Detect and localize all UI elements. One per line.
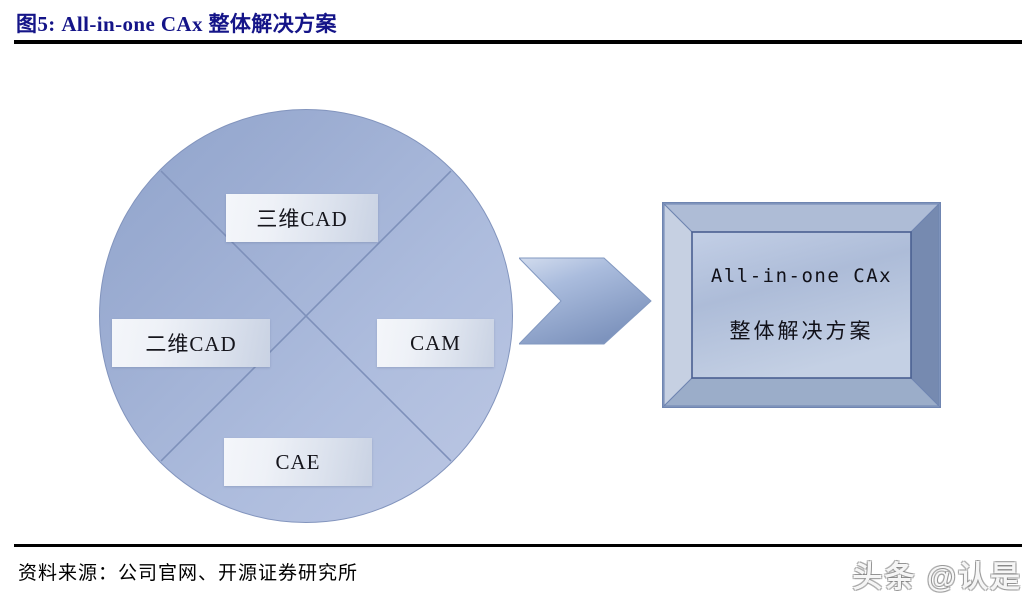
quadrant-label-cae-text: CAE: [275, 449, 321, 474]
source-note: 资料来源：公司官网、开源证券研究所: [18, 563, 359, 584]
quadrant-label-3dcad-text: 三维CAD: [256, 207, 348, 231]
diagram-canvas: 三维CAD 二维CAD CAM CAE: [0, 46, 1036, 544]
quadrant-label-2dcad-text: 二维CAD: [145, 332, 237, 356]
quadrant-label-cae: CAE: [224, 438, 372, 486]
footer-divider: [14, 544, 1022, 547]
quadrant-label-2dcad: 二维CAD: [112, 319, 270, 367]
result-frame: All-in-one CAx 整体解决方案: [662, 202, 941, 408]
capability-circle: 三维CAD 二维CAD CAM CAE: [99, 109, 513, 523]
quadrant-label-cam-text: CAM: [410, 330, 461, 355]
result-line-chinese: 整体解决方案: [729, 319, 874, 343]
header-divider: [14, 40, 1022, 44]
circle-divider-lines: [160, 170, 452, 462]
figure-footer: 资料来源：公司官网、开源证券研究所 头条 @认是: [0, 544, 1036, 594]
chevron-arrow-icon: [519, 257, 652, 345]
result-frame-bevel: [662, 202, 941, 408]
quadrant-label-cam: CAM: [377, 319, 494, 367]
result-text-block: All-in-one CAx 整体解决方案: [692, 232, 911, 378]
watermark: 头条 @认是: [852, 561, 1022, 594]
figure-header: 图5: All-in-one CAx 整体解决方案: [0, 0, 1036, 46]
result-line-english: All-in-one CAx: [710, 265, 893, 287]
page-title: 图5: All-in-one CAx 整体解决方案: [16, 12, 337, 36]
quadrant-label-3dcad: 三维CAD: [226, 194, 378, 242]
